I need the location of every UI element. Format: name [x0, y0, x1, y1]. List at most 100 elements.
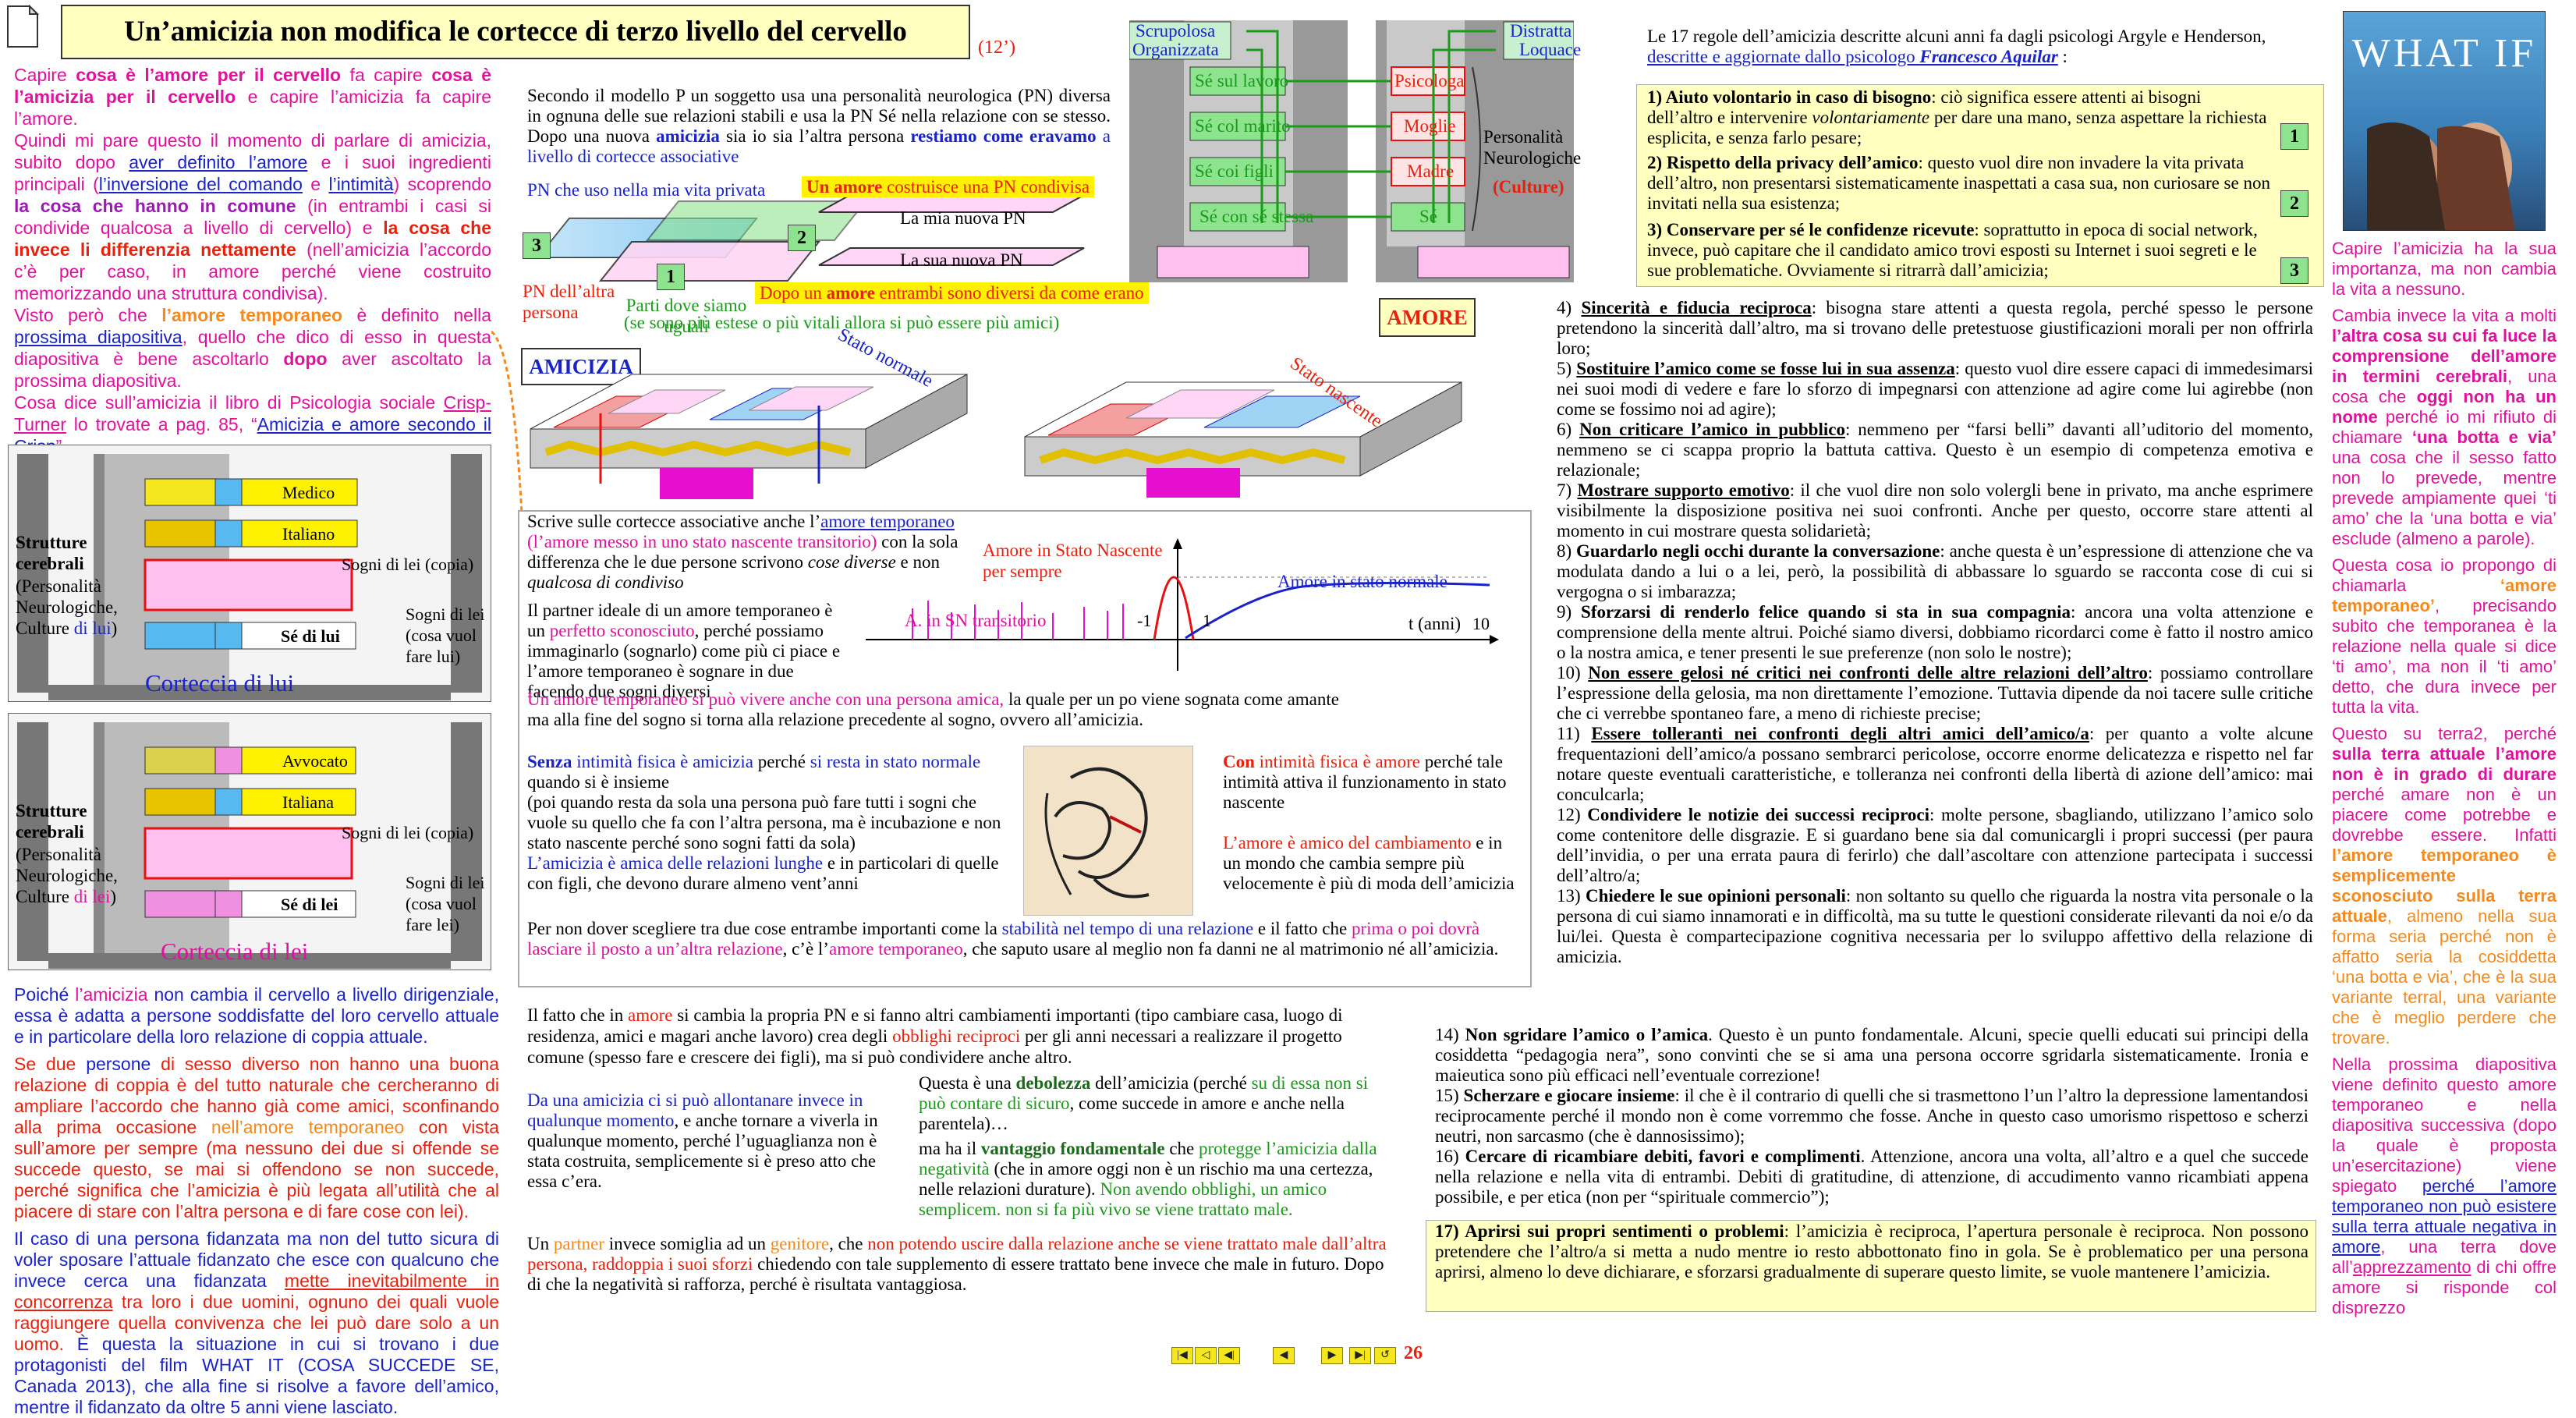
- t: non potendo uscire dalla relazione anche…: [527, 1234, 1387, 1274]
- graph-transitorio: A. in SN transitorio: [905, 611, 1047, 630]
- t: Visto però che: [14, 305, 162, 325]
- t: perché tale intimità attiva il funzionam…: [1223, 752, 1507, 812]
- rules-1-3-box: [1636, 84, 2324, 287]
- t: Non avendo obblighi, un amico semplicem.…: [919, 1179, 1327, 1219]
- t: Un amore temporaneo si può vivere anche …: [527, 690, 1005, 709]
- pn-culture: (Culture): [1493, 177, 1564, 197]
- t: Se due: [14, 1054, 87, 1074]
- t: costruisce una PN condivisa: [882, 177, 1090, 197]
- t: mette inevitabilmente in concorrenza: [14, 1271, 499, 1312]
- t: amore: [826, 283, 875, 303]
- t: . Questo è un punto fondamentale. Alcuni…: [1435, 1025, 2309, 1085]
- label-corteccia-lui: Corteccia di lui: [145, 669, 295, 697]
- link-amore-temp[interactable]: amore temporaneo: [820, 512, 955, 531]
- pn-se-figli: Sé coi figli: [1195, 161, 1274, 181]
- t: l’amore temporaneo: [161, 305, 343, 325]
- t: Non sgridare l’amico o l’amica: [1465, 1025, 1709, 1044]
- senza-text: Senza intimità fisica è amicizia perché …: [527, 752, 1019, 894]
- t: e in un mondo che cambia sempre più velo…: [1223, 833, 1515, 893]
- movie-poster: WHAT IF: [2343, 11, 2546, 231]
- amore-label: AMORE: [1387, 306, 1468, 329]
- t: Senza: [527, 752, 572, 771]
- label-parti-dove: Parti dove siamo uguali: [625, 296, 747, 336]
- t: ‘amore temporaneo’: [2332, 576, 2557, 615]
- link-aquilar-name[interactable]: Francesco Aquilar: [1919, 47, 2058, 66]
- t: , come succede in amore e anche nella pa…: [919, 1094, 1345, 1133]
- rules-4-13: 4) Sincerità e fiducia reciproca: bisogn…: [1557, 298, 2314, 966]
- t: : molte persone, sbagliando, utilizzano …: [1557, 805, 2314, 885]
- t: Non essere gelosi né critici nei confron…: [1588, 663, 2148, 682]
- poster-title: WHAT IF: [2351, 31, 2537, 76]
- t: debolezza: [1015, 1073, 1091, 1093]
- t: tra loro i due uomini, ognuno dei quali …: [14, 1292, 499, 1354]
- pn-personalita: Personalità Neurologiche: [1483, 127, 1582, 168]
- nav-back-icon[interactable]: ◁: [1195, 1347, 1217, 1364]
- brain-strutture: Strutture cerebrali: [16, 533, 87, 573]
- badge-1: 1: [2280, 123, 2308, 150]
- title-box: Un’amicizia non modifica le cortecce di …: [61, 5, 970, 59]
- t: : ciò significa essere attenti ai bisogn…: [1647, 87, 2202, 127]
- t: amore temporaneo: [828, 939, 963, 959]
- t: (poi quando resta da sola una persona pu…: [527, 792, 1001, 853]
- t: Sincerità e fiducia reciproca: [1581, 298, 1812, 317]
- rule-3: 3) Conservare per sé le confidenze ricev…: [1647, 220, 2271, 281]
- t: Questa è una: [919, 1073, 1016, 1093]
- t: Dopo un: [760, 283, 827, 303]
- left-intro: Capire cosa è l’amore per il cervello fa…: [14, 64, 491, 457]
- t: (l’amore messo in uno stato nascente tra…: [527, 532, 877, 551]
- t: l’amicizia: [75, 984, 148, 1005]
- link-aquilar[interactable]: descritte e aggiornate dallo psicologo: [1647, 47, 1920, 66]
- nav-prev-section-icon[interactable]: ◀|: [1218, 1347, 1240, 1364]
- link-perche-amore[interactable]: perché l’amore temporaneo non può esiste…: [2332, 1176, 2557, 1257]
- link-amore[interactable]: aver definito l’amore: [129, 152, 308, 172]
- t: protegge l’amicizia dalla negatività: [919, 1139, 1377, 1179]
- t: : bisogna stare attenti a questa regola,…: [1557, 298, 2313, 358]
- t: Quindi mi pare questo il momento di parl…: [14, 130, 491, 172]
- nav-next-icon[interactable]: ▶: [1321, 1347, 1343, 1364]
- label-mia-nuova: La mia nuova PN: [900, 208, 1026, 228]
- graph-10: 10: [1472, 614, 1490, 633]
- t: Mostrare supporto emotivo: [1577, 480, 1790, 500]
- t: chiedendo con tale supplemento di essere…: [527, 1254, 1384, 1294]
- t: invece somiglia ad un: [604, 1234, 771, 1253]
- t: , perché possiamo immaginarlo (sognarlo)…: [527, 621, 841, 701]
- brain-lei: Strutture cerebrali (Personalità Neurolo…: [7, 712, 492, 971]
- nav-return-icon[interactable]: ↺: [1374, 1347, 1396, 1364]
- t: e i suoi ingredienti principali (: [14, 152, 491, 194]
- t: perché amare non è un piacere come potre…: [2332, 785, 2557, 845]
- t: Questa cosa io propongo di chiamarla: [2332, 555, 2557, 595]
- t: oggi non ha un nome: [2332, 387, 2557, 427]
- t: una cosa che il sesso fatto non lo preve…: [2332, 448, 2557, 548]
- t: partner: [553, 1234, 605, 1253]
- left-lower: Poiché l’amicizia non cambia il cervello…: [14, 984, 499, 1418]
- t: ): [111, 619, 118, 638]
- graph-m1: -1: [1137, 611, 1152, 630]
- nav-first-icon[interactable]: |◀: [1171, 1347, 1193, 1364]
- link-prossima[interactable]: prossima diapositiva: [14, 327, 182, 347]
- t: 1) Aiuto volontario in caso di bisogno: [1647, 87, 1932, 107]
- link-inversione[interactable]: l’inversione del comando: [98, 174, 303, 194]
- t: : questo vuol dire non invadere la vita …: [1647, 153, 2270, 213]
- label-sogni-cosa-lei: Sogni di lei (cosa vuol fare lei): [406, 873, 485, 934]
- link-crisp[interactable]: Crisp-Turner: [14, 392, 491, 434]
- t: : non soltanto su quello che riguarda la…: [1557, 886, 2313, 966]
- t: Il caso di una persona fidanzata ma non …: [14, 1228, 499, 1291]
- right-text: Capire l’amicizia ha la sua importanza, …: [2332, 239, 2557, 1318]
- t: con vista sull’amore per sempre (ma ness…: [14, 1117, 499, 1221]
- num-1: 1: [657, 264, 685, 290]
- nav-last-icon[interactable]: ▶|: [1349, 1347, 1371, 1364]
- t: con la sola differenza che le due person…: [527, 532, 958, 572]
- t: Nella prossima diapositiva viene definit…: [2332, 1055, 2557, 1196]
- amore-label-box: AMORE: [1379, 298, 1476, 337]
- t: volontariamente: [1812, 108, 1930, 127]
- t: : soprattutto in epoca di social network…: [1647, 220, 2258, 280]
- t: , quello che dico di esso in questa diap…: [14, 327, 491, 369]
- t: Capire l’amicizia ha la sua importanza, …: [2332, 239, 2557, 299]
- nav-prev-icon[interactable]: ◀: [1273, 1347, 1295, 1364]
- t: 2) Rispetto della privacy dell’amico: [1647, 153, 1919, 172]
- link-intimita[interactable]: l’intimità: [328, 174, 394, 194]
- badge-3: 3: [2280, 257, 2308, 284]
- t: qualcosa di condiviso: [527, 573, 684, 592]
- label-italiano: Italiano: [282, 524, 335, 544]
- link-apprezzamento[interactable]: apprezzamento: [2352, 1257, 2471, 1277]
